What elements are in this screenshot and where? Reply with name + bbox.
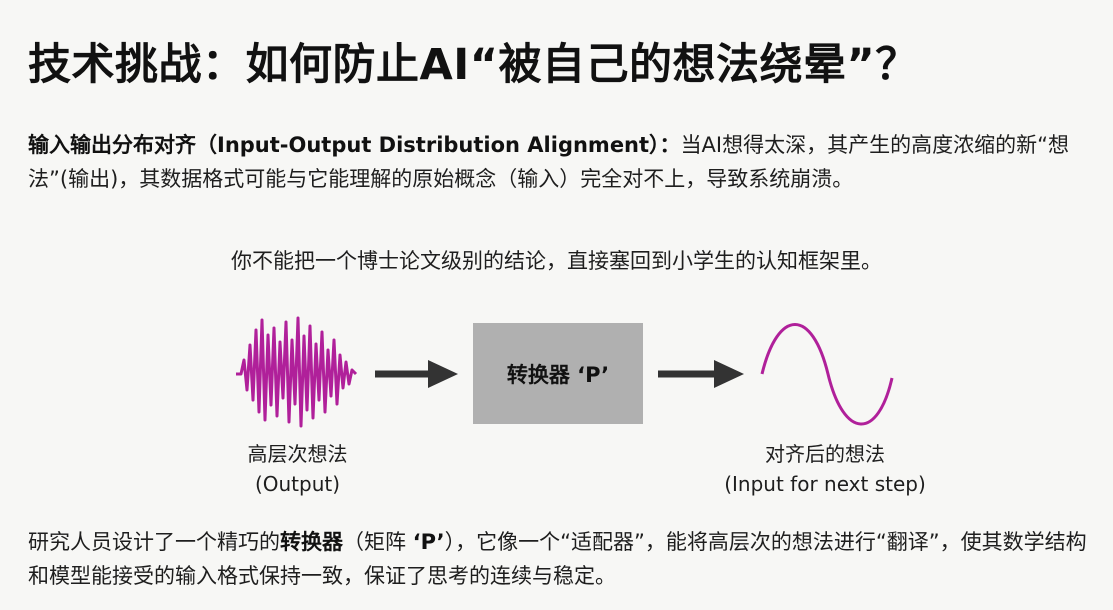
right-caption-line1: 对齐后的想法 xyxy=(765,442,885,466)
noisy-signal-wave xyxy=(236,316,358,428)
intro-text: 当AI想得太深，其产生的高度浓缩的新“想法”(输出)，其数据格式可能与它能理解的… xyxy=(28,133,1069,191)
conclusion-part3: ），它像一个“适配器”，能将高层次的想法进行“翻译”，使其数学结构和模型能接受的… xyxy=(28,530,1087,588)
conclusion-bold1: 转换器 xyxy=(280,530,343,554)
conclusion-part1: 研究人员设计了一个精巧的 xyxy=(28,530,280,554)
left-caption-line2: (Output) xyxy=(254,472,341,496)
intro-paragraph: 输入输出分布对齐（Input-Output Distribution Align… xyxy=(28,128,1093,196)
right-caption-line2: (Input for next step) xyxy=(724,472,926,496)
arrow-left xyxy=(375,360,458,388)
conclusion-bold2: ‘P’ xyxy=(412,530,445,554)
diagram-graphics xyxy=(236,316,894,428)
right-caption: 对齐后的想法 (Input for next step) xyxy=(700,439,950,499)
analogy-text: 你不能把一个博士论文级别的结论，直接塞回到小学生的认知框架里。 xyxy=(231,249,882,273)
intro-term: 输入输出分布对齐（Input-Output Distribution Align… xyxy=(28,133,681,157)
left-caption-line1: 高层次想法 xyxy=(247,442,348,466)
arrow-right xyxy=(658,360,744,388)
conclusion-paragraph: 研究人员设计了一个精巧的转换器（矩阵 ‘P’），它像一个“适配器”，能将高层次的… xyxy=(28,525,1093,593)
converter-box: 转换器 ‘P’ xyxy=(473,323,643,424)
left-caption: 高层次想法 (Output) xyxy=(210,439,385,499)
page-title: 技术挑战：如何防止AI“被自己的想法绕晕”？ xyxy=(28,40,919,90)
converter-label: 转换器 ‘P’ xyxy=(506,362,610,387)
converter-diagram: 转换器 ‘P’ 高层次想法 (Output) 对齐后的想法 (Input for… xyxy=(0,300,1113,510)
conclusion-part2: （矩阵 xyxy=(343,530,413,554)
smooth-sine-wave xyxy=(760,323,894,426)
